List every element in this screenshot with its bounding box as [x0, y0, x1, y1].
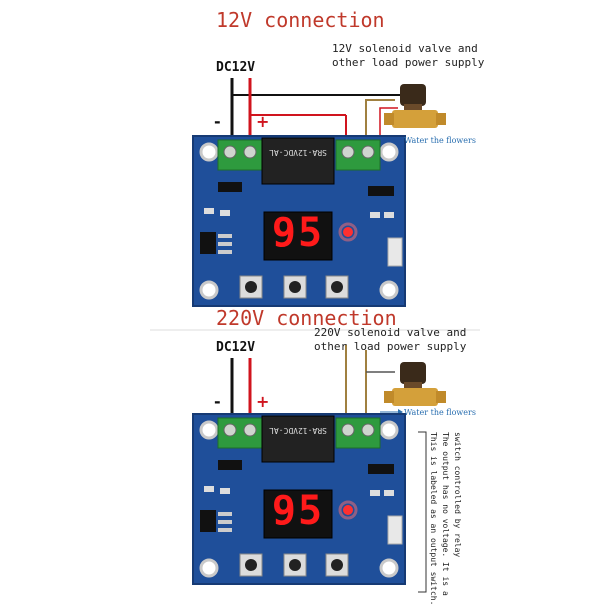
s1-solenoid-valve-icon	[384, 84, 446, 128]
s2-load-label-1: 220V solenoid valve and	[314, 326, 467, 339]
s1-relay-text: SRA-12VDC-AL	[269, 148, 327, 157]
section1-wires	[230, 78, 411, 145]
s2-dc-label: DC12V	[216, 340, 256, 355]
s1-led-display: 95	[271, 210, 325, 256]
s2-solenoid-valve-icon	[384, 362, 446, 406]
s1-minus-sign: -	[214, 112, 221, 131]
s2-title: 220V connection	[216, 306, 397, 330]
s2-note-line-3: switch controlled by relay	[453, 432, 462, 558]
s2-note-line-2: The output has no voltage. It is a	[441, 432, 450, 596]
s2-relay-board	[192, 413, 406, 585]
s2-led-display: 95	[271, 488, 325, 534]
s2-relay-text: SRA-12VDC-AL	[269, 426, 327, 435]
s2-note-bracket	[418, 431, 427, 593]
s1-relay-board	[192, 135, 406, 307]
s1-title: 12V connection	[216, 8, 385, 32]
s2-minus-sign: -	[214, 392, 221, 411]
s2-load-label-2: other load power supply	[314, 340, 467, 353]
s1-dc-label: DC12V	[216, 60, 256, 75]
s2-plus-sign: +	[256, 392, 270, 411]
s1-load-label-2: other load power supply	[332, 56, 485, 69]
s2-water-label: Water the flowers	[404, 408, 476, 417]
s2-note-line-1: This is labeled as an output switch.	[429, 432, 438, 605]
s1-plus-sign: +	[256, 112, 270, 131]
s1-load-label-1: 12V solenoid valve and	[332, 42, 478, 55]
s1-water-label: Water the flowers	[404, 136, 476, 145]
